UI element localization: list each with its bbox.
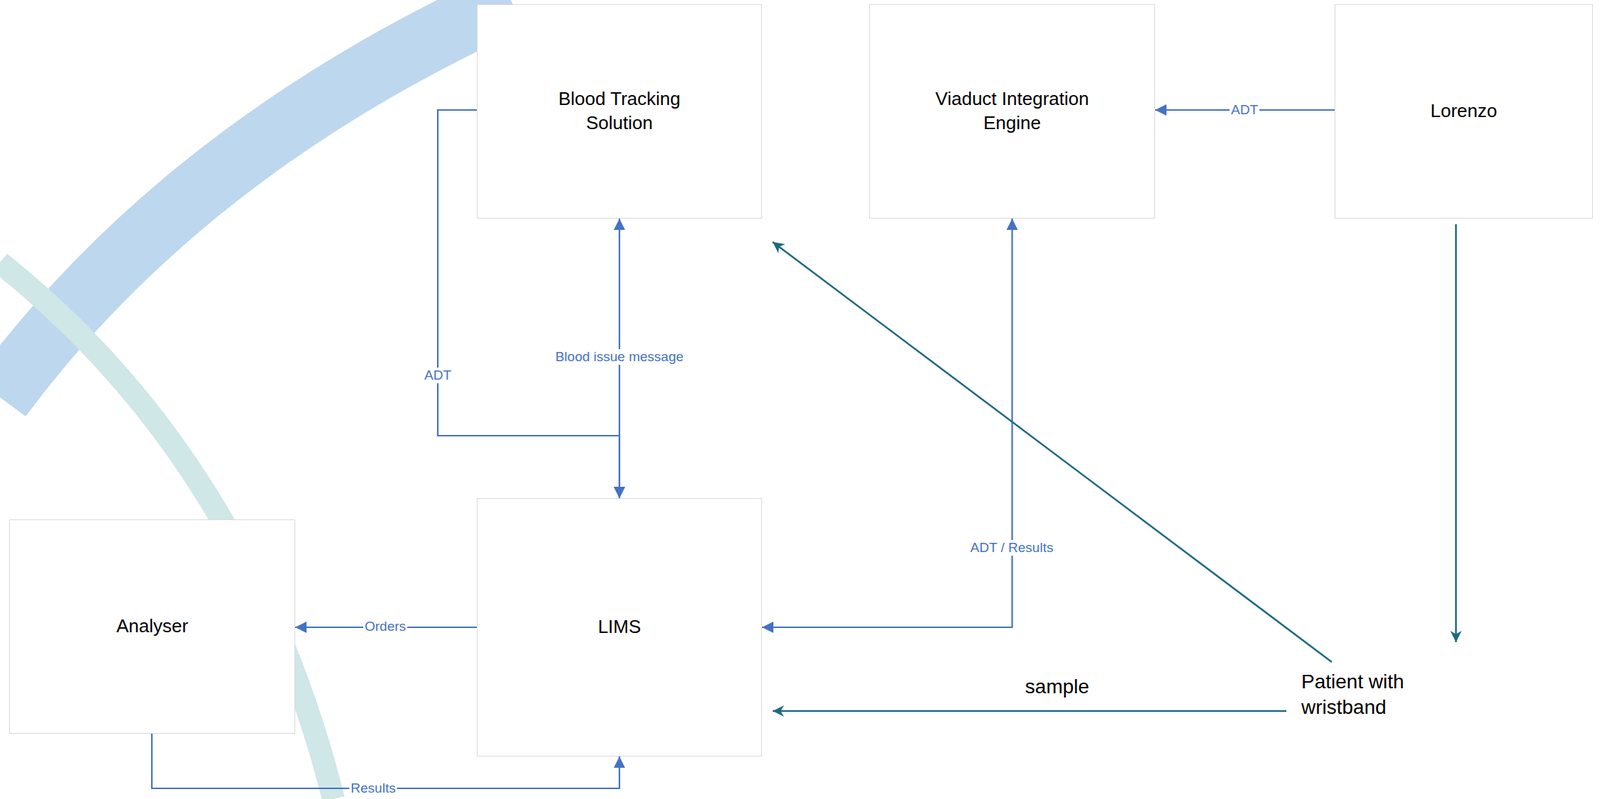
system-box: Blood Tracking Solution — [476, 4, 763, 219]
edge-label: sample — [1023, 675, 1091, 699]
node-text: Blood Tracking Solution — [527, 87, 712, 136]
connector — [772, 710, 1287, 713]
node-text: Lorenzo — [1430, 99, 1498, 124]
connector — [762, 218, 1013, 628]
node-text: LIMS — [598, 615, 642, 640]
edge-label: Blood issue message — [554, 349, 686, 365]
edge-label: ADT / Results — [969, 539, 1056, 556]
node-text: Analyser — [116, 614, 189, 639]
edge-label: ADT — [422, 367, 453, 384]
connector — [1455, 224, 1458, 643]
system-box: Lorenzo — [1334, 4, 1593, 219]
system-box: Viaduct Integration Engine — [869, 4, 1156, 219]
node-text: Viaduct Integration Engine — [920, 87, 1105, 136]
connector — [772, 241, 1332, 662]
edge-label: Results — [349, 780, 397, 797]
teal-arc — [0, 262, 334, 799]
patient-node: Patient with wristband — [1294, 642, 1480, 749]
system-box: Analyser — [9, 519, 296, 734]
system-box: LIMS — [476, 498, 763, 757]
node-text: Patient with wristband — [1301, 669, 1444, 721]
edge-label: ADT — [1229, 102, 1260, 118]
edge-label: Orders — [363, 618, 408, 635]
